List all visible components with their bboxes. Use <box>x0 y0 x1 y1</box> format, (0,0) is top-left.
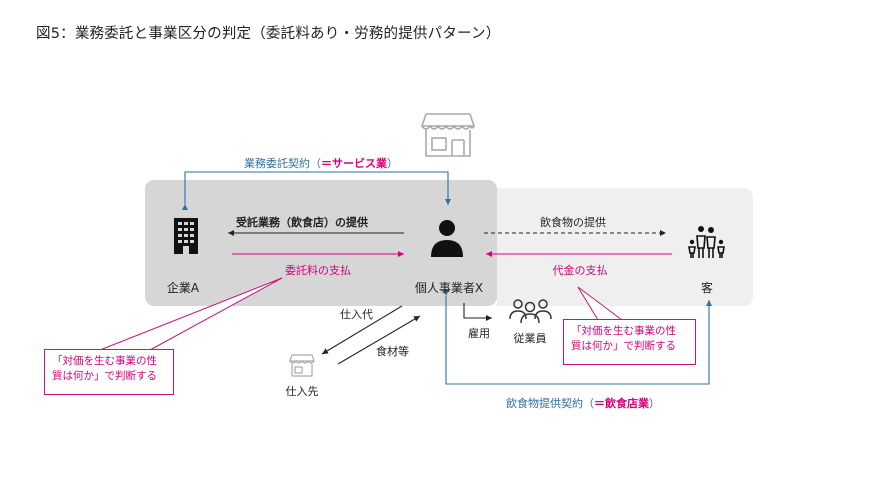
left-callout-pointer <box>99 277 283 351</box>
figure-title: 図5：業務委託と事業区分の判定（委託料あり・労務的提供パターン） <box>36 26 501 42</box>
customer-area <box>497 188 753 306</box>
price-payment-label: 代金の支払 <box>552 264 608 277</box>
ingredients-label: 食材等 <box>376 345 409 358</box>
ingredients-arrow <box>337 315 421 365</box>
service-contract-label: 業務委託契約（＝サービス業） <box>244 157 398 170</box>
family-icon <box>688 226 725 258</box>
employment-arrow <box>463 303 492 321</box>
right-callout: 「対価を生む事業の性 質は何か」で判断する <box>563 319 696 365</box>
service-contract-line <box>182 171 451 210</box>
outsourced-work-label: 受託業務（飲食店）の提供 <box>236 216 368 229</box>
supplier-shop-icon <box>289 354 315 377</box>
right-callout-line2: 質は何か」で判断する <box>571 340 676 352</box>
food-contract-label: 飲食物提供契約（＝飲食店業） <box>506 397 660 410</box>
left-callout-line2: 質は何か」で判断する <box>52 370 157 382</box>
shop-icon <box>420 113 476 157</box>
left-callout-line1: 「対価を生む事業の性 <box>52 355 157 367</box>
purchase-cost-label: 仕入代 <box>340 308 373 321</box>
left-callout: 「対価を生む事業の性 質は何か」で判断する <box>44 349 174 395</box>
commission-payment-label: 委託料の支払 <box>285 264 351 277</box>
person-icon <box>431 220 463 257</box>
employees-icon <box>509 299 552 324</box>
purchase-cost-arrow <box>321 305 403 355</box>
employees-label: 従業員 <box>513 332 547 345</box>
supplier-label: 仕入先 <box>285 385 319 398</box>
employment-label: 雇用 <box>468 327 490 340</box>
individual-x-label: 個人事業者X <box>414 281 484 295</box>
food-provision-label: 飲食物の提供 <box>540 216 606 229</box>
food-contract-line <box>443 290 712 385</box>
right-callout-line1: 「対価を生む事業の性 <box>571 325 676 337</box>
building-icon <box>174 218 198 254</box>
customer-label: 客 <box>700 281 714 295</box>
right-callout-pointer <box>577 286 623 321</box>
company-a-label: 企業A <box>166 281 200 295</box>
